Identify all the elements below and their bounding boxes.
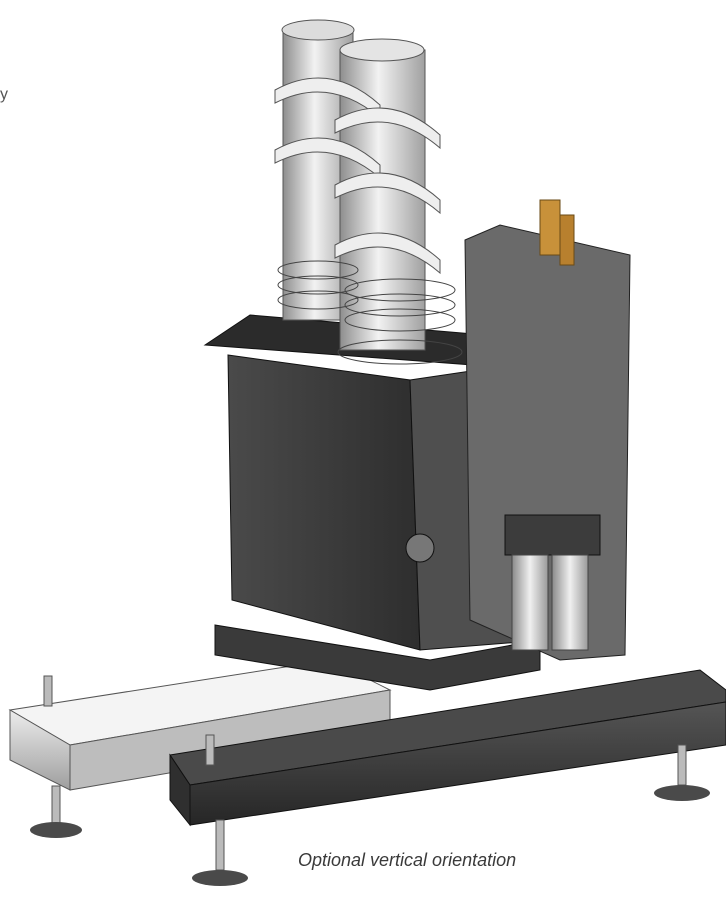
leveling-foot-left xyxy=(30,675,82,838)
valve-block xyxy=(464,199,631,661)
figure-caption: Optional vertical orientation xyxy=(298,850,517,870)
twin-screw-auger xyxy=(274,19,463,365)
cropped-text-fragment: y xyxy=(0,86,8,103)
leveling-foot-front xyxy=(192,734,710,886)
front-base-beam xyxy=(169,669,726,827)
left-base-beam xyxy=(8,659,392,791)
